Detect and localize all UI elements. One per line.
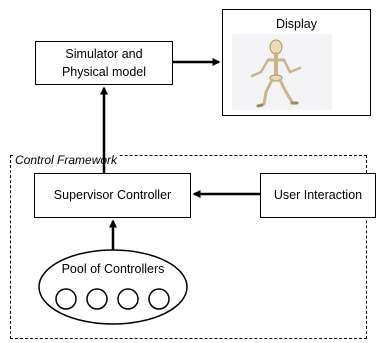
controller-circle bbox=[148, 288, 170, 310]
display-title: Display bbox=[276, 17, 317, 31]
controller-circles bbox=[55, 288, 170, 310]
controller-circle bbox=[86, 288, 108, 310]
simulator-label-line2: Physical model bbox=[61, 65, 147, 79]
controller-circle bbox=[117, 288, 139, 310]
controller-circle bbox=[55, 288, 77, 310]
simulator-label-line1: Simulator and bbox=[65, 46, 143, 61]
control-framework-boundary bbox=[10, 155, 367, 339]
user-interaction-label: User Interaction bbox=[273, 188, 363, 203]
supervisor-controller-box: Supervisor Controller bbox=[34, 173, 191, 218]
simulator-box: Simulator and Physical model bbox=[35, 41, 173, 85]
control-framework-label: Control Framework bbox=[13, 153, 120, 167]
user-interaction-box: User Interaction bbox=[260, 173, 376, 218]
supervisor-controller-label: Supervisor Controller bbox=[53, 188, 172, 203]
pool-of-controllers-ellipse bbox=[38, 249, 188, 325]
skeleton-figure bbox=[232, 34, 332, 110]
pool-of-controllers-label: Pool of Controllers bbox=[61, 262, 165, 276]
